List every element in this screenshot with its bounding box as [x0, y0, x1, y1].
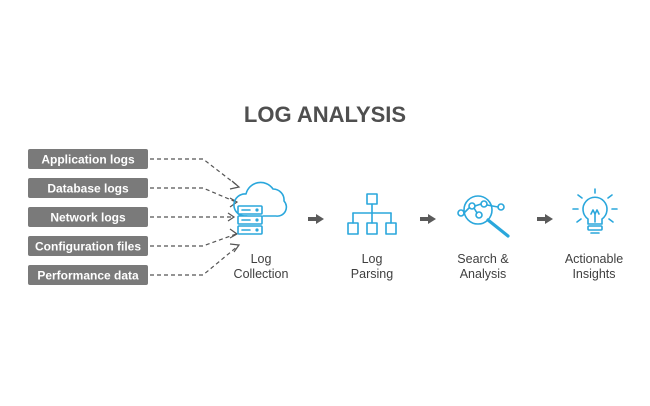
stage-actionable-insights: Actionable Insights — [565, 188, 623, 281]
source-box — [28, 178, 148, 198]
connector-arrowhead — [227, 212, 236, 222]
connector-arrowhead — [229, 228, 239, 239]
stage-log-collection: Log Collection — [233, 181, 289, 281]
connector-arrowhead — [229, 197, 239, 208]
stage-label-line2: Analysis — [460, 267, 507, 281]
flow-arrow — [308, 214, 324, 224]
stage-label-line2: Collection — [234, 267, 289, 281]
hierarchy-icon — [347, 193, 397, 235]
source-box — [28, 236, 148, 256]
connector-line — [150, 187, 237, 203]
source-item: Application logs — [28, 149, 148, 169]
source-item: Performance data — [28, 265, 148, 285]
lightbulb-icon — [572, 188, 618, 234]
source-label: Application logs — [41, 153, 135, 167]
magnifier-network-icon — [457, 195, 510, 238]
source-connectors — [150, 158, 241, 276]
source-box — [28, 207, 148, 227]
source-box — [28, 149, 148, 169]
source-item: Configuration files — [28, 236, 148, 256]
stage-log-parsing: Log Parsing — [347, 193, 397, 281]
stage-label-line2: Parsing — [351, 267, 393, 281]
stage-label-line1: Search & — [457, 252, 509, 266]
source-box — [28, 265, 148, 285]
source-list: Application logs Database logs Network l… — [28, 149, 148, 285]
flow-arrow — [537, 214, 553, 224]
stage-search-analysis: Search & Analysis — [457, 195, 510, 281]
source-label: Performance data — [37, 269, 139, 283]
source-label: Configuration files — [35, 240, 141, 254]
cloud-server-icon — [233, 181, 288, 235]
connector-line — [150, 158, 239, 187]
stage-label-line1: Log — [362, 252, 383, 266]
stage-label-line1: Log — [251, 252, 272, 266]
source-item: Network logs — [28, 207, 148, 227]
flow-arrow — [420, 214, 436, 224]
stage-label-line1: Actionable — [565, 252, 623, 266]
source-label: Database logs — [47, 182, 129, 196]
connector-line — [150, 245, 239, 276]
connector-line — [150, 233, 237, 247]
source-label: Network logs — [50, 211, 126, 225]
connector-arrowhead — [229, 180, 241, 190]
diagram-title: LOG ANALYSIS — [244, 102, 406, 127]
connector-arrowhead — [229, 243, 241, 253]
stage-label-line2: Insights — [572, 267, 615, 281]
source-item: Database logs — [28, 178, 148, 198]
